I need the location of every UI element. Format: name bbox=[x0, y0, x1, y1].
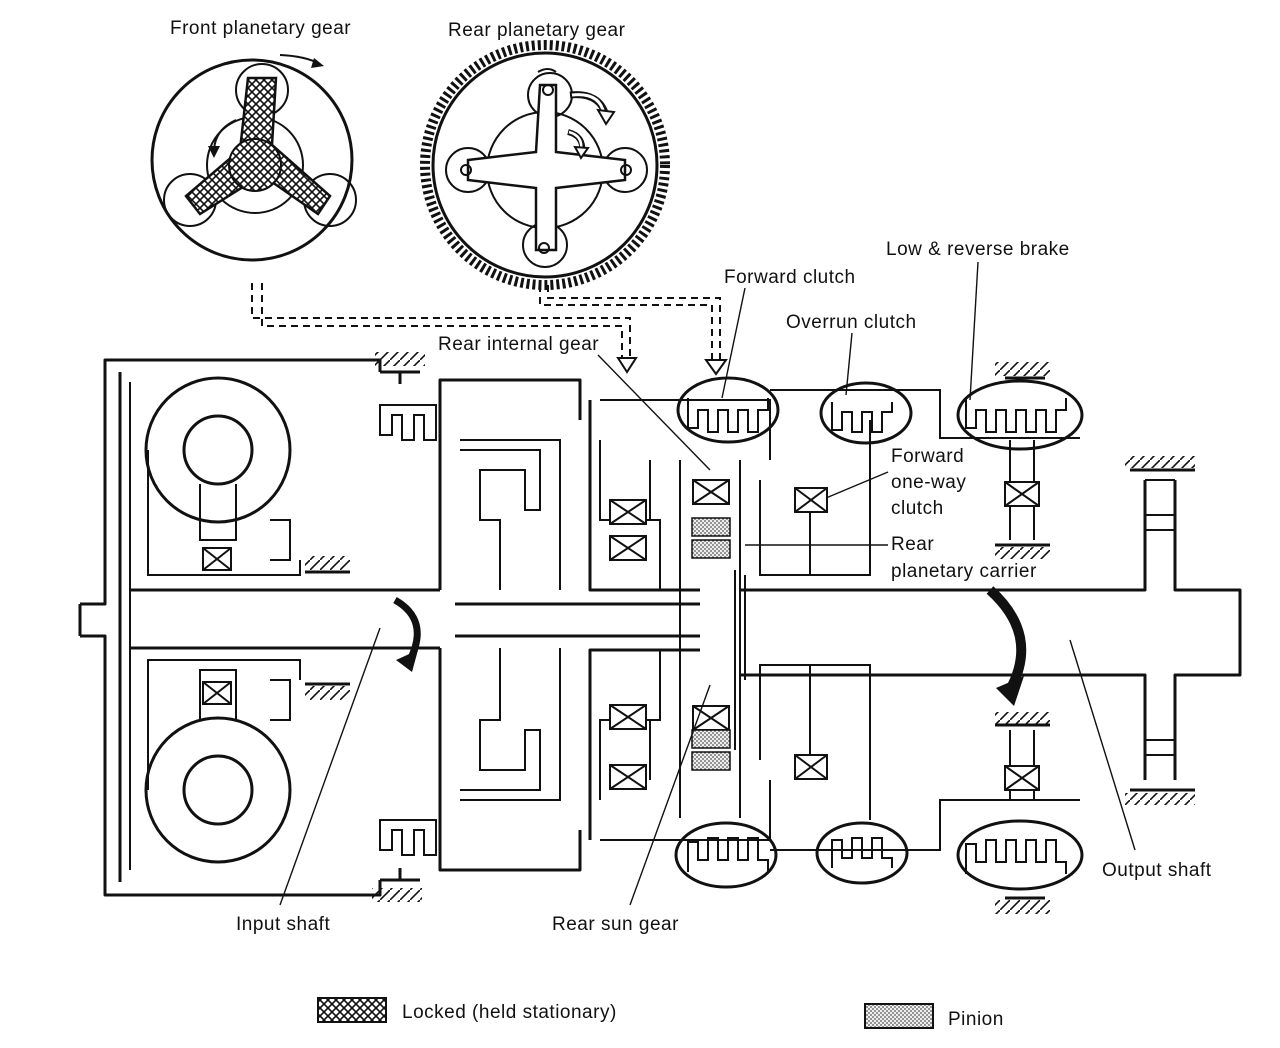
label-rear-planetary-carrier-2: planetary carrier bbox=[891, 561, 1037, 582]
label-overrun-clutch: Overrun clutch bbox=[786, 312, 917, 333]
transmission-body bbox=[78, 352, 1242, 914]
legend: Locked (held stationary) Pinion bbox=[317, 997, 1004, 1030]
converter-stator-bearing bbox=[202, 547, 232, 705]
low-reverse-brake-packs bbox=[965, 398, 1067, 874]
label-rear-planetary-carrier-1: Rear bbox=[891, 534, 934, 555]
forward-clutch-packs bbox=[687, 398, 769, 872]
overrun-clutch-packs bbox=[831, 402, 893, 868]
output-rotation-arrow bbox=[986, 586, 1027, 706]
legend-pinion-swatch bbox=[864, 1003, 934, 1029]
dashed-links bbox=[251, 283, 728, 376]
legend-locked-swatch bbox=[317, 997, 387, 1023]
label-input-shaft: Input shaft bbox=[236, 914, 330, 935]
label-output-shaft: Output shaft bbox=[1102, 860, 1212, 881]
label-forward-one-way-clutch-2: one-way bbox=[891, 472, 966, 493]
label-front-planetary-gear: Front planetary gear bbox=[170, 18, 351, 39]
label-rear-planetary-gear: Rear planetary gear bbox=[448, 20, 626, 41]
label-rear-sun-gear: Rear sun gear bbox=[552, 914, 679, 935]
label-forward-one-way-clutch-3: clutch bbox=[891, 498, 944, 519]
labels: Front planetary gear Rear planetary gear… bbox=[170, 18, 1212, 935]
input-rotation-arrow bbox=[393, 596, 421, 672]
rear-planetary-gear-view bbox=[420, 40, 670, 290]
label-forward-clutch: Forward clutch bbox=[724, 267, 856, 288]
bearing-boxes bbox=[609, 479, 1040, 791]
front-planetary-gear-view bbox=[150, 54, 357, 262]
label-low-reverse-brake: Low & reverse brake bbox=[886, 239, 1070, 260]
leader-lines bbox=[279, 261, 1136, 906]
label-forward-one-way-clutch-1: Forward bbox=[891, 446, 964, 467]
front-clutch-pack bbox=[379, 404, 437, 856]
label-rear-internal-gear: Rear internal gear bbox=[438, 334, 599, 355]
pinion-gears bbox=[691, 517, 731, 771]
legend-pinion-label: Pinion bbox=[948, 1009, 1004, 1030]
legend-locked-label: Locked (held stationary) bbox=[402, 1002, 617, 1023]
